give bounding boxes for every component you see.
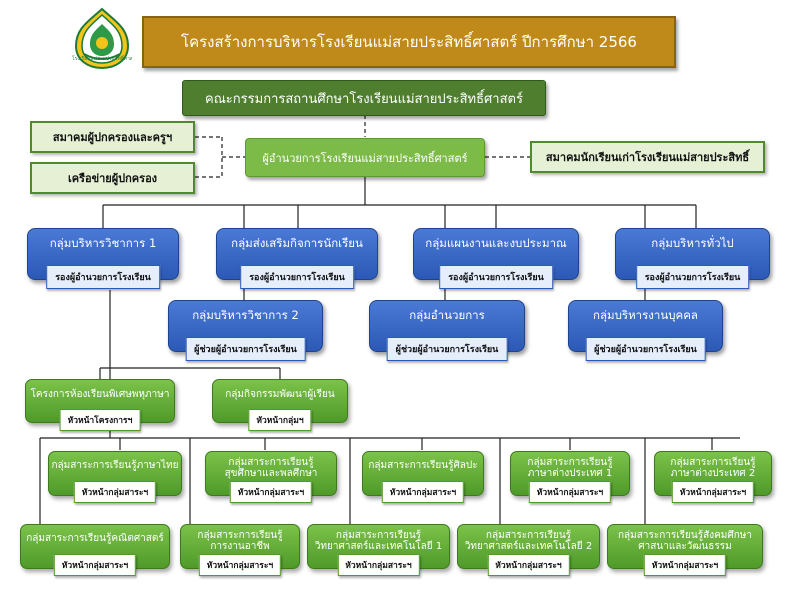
group-name: กลุ่มส่งเสริมกิจการนักเรียน [231,236,363,250]
subject-role: หัวหน้ากลุ่มสาระฯ [487,554,570,576]
subject-role: หัวหน้ากลุ่มสาระฯ [337,554,420,576]
project-role: หัวหน้ากลุ่มฯ [248,409,312,431]
subject-role: หัวหน้ากลุ่มสาระฯ [528,481,612,503]
subject-name: กลุ่มสาระการเรียนรู้ ภาษาต่างประเทศ 1 [527,457,613,479]
subject-foreign-lang-1-box: กลุ่มสาระการเรียนรู้ ภาษาต่างประเทศ 1 หั… [510,451,630,503]
subject-math-box: กลุ่มสาระการเรียนรู้คณิตศาสตร์ หัวหน้ากล… [20,524,170,576]
school-board-box: คณะกรรมการสถานศึกษาโรงเรียนแม่สายประสิทธ… [182,80,546,116]
group-role: รองผู้อำนวยการโรงเรียน [46,265,160,289]
group-name: กลุ่มบริหารวิชาการ 2 [192,308,299,322]
group-name: กลุ่มอำนวยการ [409,308,485,322]
school-logo [70,6,134,70]
subject-name: กลุ่มสาระการเรียนรู้ สุขศึกษาและพลศึกษา [224,457,318,479]
subject-arts-box: กลุ่มสาระการเรียนรู้ศิลปะ หัวหน้ากลุ่มสา… [362,451,484,503]
subject-science-1-box: กลุ่มสาระการเรียนรู้ วิทยาศาสตร์และเทคโน… [307,524,450,576]
subject-name: กลุ่มสาระการเรียนรู้ วิทยาศาสตร์และเทคโน… [314,530,443,552]
academic-group-2-box: กลุ่มบริหารวิชาการ 2 ผู้ช่วยผู้อำนวยการโ… [168,300,323,361]
subject-role: หัวหน้ากลุ่มสาระฯ [73,481,157,503]
student-affairs-group-box: กลุ่มส่งเสริมกิจการนักเรียน รองผู้อำนวยก… [216,228,378,289]
subject-name: กลุ่มสาระการเรียนรู้ศิลปะ [368,460,478,471]
subject-role: หัวหน้ากลุ่มสาระฯ [381,481,465,503]
subject-name: กลุ่มสาระการเรียนรู้คณิตศาสตร์ [26,533,164,544]
group-role: รองผู้อำนวยการโรงเรียน [240,265,354,289]
learner-activities-box: กลุ่มกิจกรรมพัฒนาผู้เรียน หัวหน้ากลุ่มฯ [212,379,348,431]
director-box: ผู้อำนวยการโรงเรียนแม่สายประสิทธิ์ศาสตร์ [245,138,485,177]
logo-caption: โรงเรียนแม่สายประสิทธิ์ศาสตร์ [72,56,132,62]
group-name: กลุ่มบริหารทั่วไป [651,236,734,250]
subject-name: กลุ่มสาระการเรียนรู้สังคมศึกษา ศาสนาและว… [617,530,752,552]
planning-budget-group-box: กลุ่มแผนงานและงบประมาณ รองผู้อำนวยการโรง… [413,228,579,289]
subject-name: กลุ่มสาระการเรียนรู้ การงานอาชีพ [197,530,283,552]
group-name: กลุ่มแผนงานและงบประมาณ [425,236,567,250]
subject-science-2-box: กลุ่มสาระการเรียนรู้ วิทยาศาสตร์และเทคโน… [457,524,600,576]
group-role: ผู้ช่วยผู้อำนวยการโรงเรียน [386,337,508,361]
school-logo-icon [74,7,130,70]
subject-role: หัวหน้ากลุ่มสาระฯ [198,554,282,576]
academic-group-1-box: กลุ่มบริหารวิชาการ 1 รองผู้อำนวยการโรงเร… [27,228,179,289]
alumni-association-box: สมาคมนักเรียนเก่าโรงเรียนแม่สายประสิทธิ์ [530,141,765,173]
subject-role: หัวหน้ากลุ่มสาระฯ [671,481,755,503]
subject-role: หัวหน้ากลุ่มสาระฯ [53,554,137,576]
subject-thai-box: กลุ่มสาระการเรียนรู้ภาษาไทย หัวหน้ากลุ่ม… [48,451,182,503]
administration-group-box: กลุ่มอำนวยการ ผู้ช่วยผู้อำนวยการโรงเรียน [369,300,525,361]
group-role: ผู้ช่วยผู้อำนวยการโรงเรียน [585,337,706,361]
subject-name: กลุ่มสาระการเรียนรู้ วิทยาศาสตร์และเทคโน… [464,530,593,552]
group-role: รองผู้อำนวยการโรงเรียน [439,265,553,289]
subject-role: หัวหน้ากลุ่มสาระฯ [643,554,727,576]
subject-role: หัวหน้ากลุ่มสาระฯ [229,481,313,503]
project-role: หัวหน้าโครงการฯ [59,409,141,431]
page-title: โครงสร้างการบริหารโรงเรียนแม่สายประสิทธิ… [142,16,676,68]
group-name: กลุ่มบริหารวิชาการ 1 [49,236,157,250]
group-role: รองผู้อำนวยการโรงเรียน [635,265,750,289]
project-name: โครงการห้องเรียนพิเศษพหุภาษา [30,389,170,400]
parents-association-box: สมาคมผู้ปกครองและครูฯ [30,121,195,153]
group-role: ผู้ช่วยผู้อำนวยการโรงเรียน [185,337,306,361]
subject-name: กลุ่มสาระการเรียนรู้ภาษาไทย [51,460,179,471]
personnel-group-box: กลุ่มบริหารงานบุคคล ผู้ช่วยผู้อำนวยการโร… [568,300,723,361]
subject-foreign-lang-2-box: กลุ่มสาระการเรียนรู้ ภาษาต่างประเทศ 2 หั… [654,451,772,503]
project-name: กลุ่มกิจกรรมพัฒนาผู้เรียน [225,389,335,400]
general-admin-group-box: กลุ่มบริหารทั่วไป รองผู้อำนวยการโรงเรียน [615,228,770,289]
parents-network-box: เครือข่ายผู้ปกครอง [30,162,195,194]
group-name: กลุ่มบริหารงานบุคคล [593,308,698,322]
subject-health-pe-box: กลุ่มสาระการเรียนรู้ สุขศึกษาและพลศึกษา … [205,451,337,503]
subject-social-studies-box: กลุ่มสาระการเรียนรู้สังคมศึกษา ศาสนาและว… [607,524,763,576]
subject-career-box: กลุ่มสาระการเรียนรู้ การงานอาชีพ หัวหน้า… [180,524,300,576]
subject-name: กลุ่มสาระการเรียนรู้ ภาษาต่างประเทศ 2 [670,457,756,479]
multilingual-program-box: โครงการห้องเรียนพิเศษพหุภาษา หัวหน้าโครง… [25,379,175,431]
